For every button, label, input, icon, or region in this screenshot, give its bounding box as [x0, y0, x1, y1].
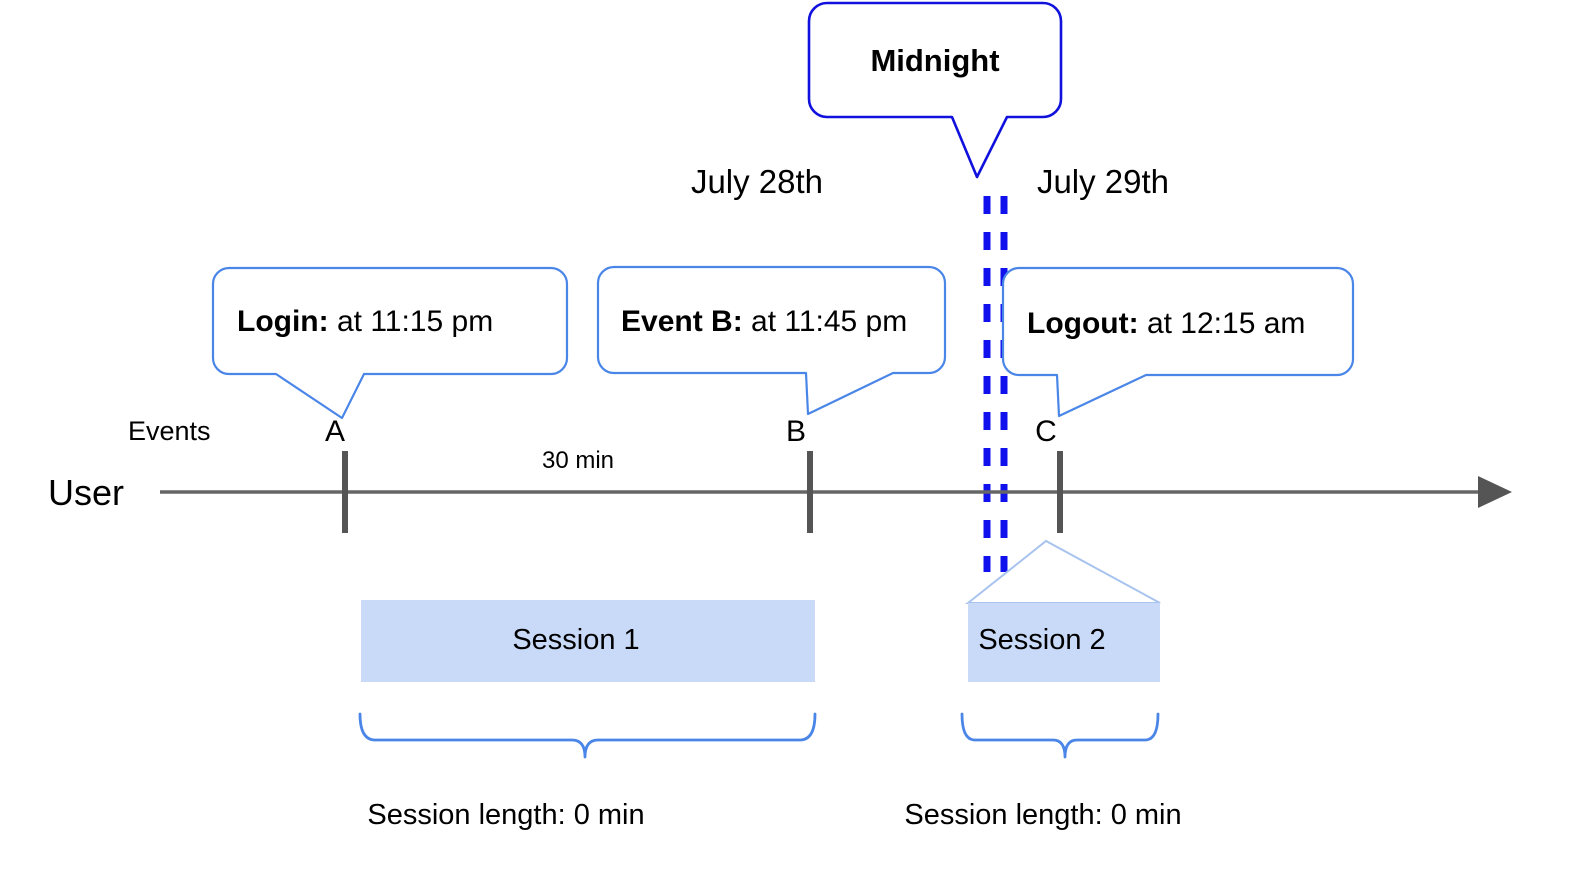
session-2-length-label: Session length: 0 min — [904, 799, 1182, 831]
logout-callout-rest: at 12:15 am — [1138, 307, 1306, 340]
events-lane-label: Events — [128, 416, 211, 446]
session-2-bar-shape — [965, 539, 1161, 682]
logout-callout-text: Logout: at 12:15 am — [1027, 309, 1305, 339]
eventb-callout-rest: at 11:45 pm — [742, 305, 908, 338]
session-1-label: Session 1 — [512, 624, 640, 656]
eventb-callout-shape — [596, 265, 947, 416]
timeline-axis — [160, 476, 1512, 508]
login-callout-text: Login: at 11:15 pm — [237, 307, 493, 337]
user-lane-label: User — [48, 472, 125, 513]
session-1-brace — [358, 712, 817, 759]
event-marker-ticks — [342, 451, 1063, 533]
session-2-brace — [960, 712, 1160, 759]
logout-callout-shape — [1001, 266, 1355, 418]
session-1-bar-shape — [361, 600, 815, 682]
eventb-callout-bold: Event B: — [621, 305, 743, 338]
marker-label-a: A — [324, 415, 346, 448]
eventb-callout-text: Event B: at 11:45 pm — [621, 307, 907, 337]
duration-label-30min: 30 min — [541, 447, 615, 474]
midnight-callout-label: Midnight — [870, 43, 1000, 78]
midnight-divider-lines — [983, 196, 1008, 572]
midnight-callout-shape — [807, 1, 1063, 179]
marker-label-c: C — [1035, 415, 1057, 448]
session-1-length-label: Session length: 0 min — [367, 799, 645, 831]
login-callout-rest: at 11:15 pm — [328, 305, 494, 338]
date-label-july-28: July 28th — [690, 163, 824, 200]
marker-label-b: B — [785, 415, 807, 448]
session-2-label: Session 2 — [978, 624, 1106, 656]
login-callout-bold: Login: — [237, 305, 329, 338]
login-callout-shape — [211, 266, 569, 420]
date-label-july-29: July 29th — [1036, 163, 1170, 200]
logout-callout-bold: Logout: — [1027, 307, 1139, 340]
